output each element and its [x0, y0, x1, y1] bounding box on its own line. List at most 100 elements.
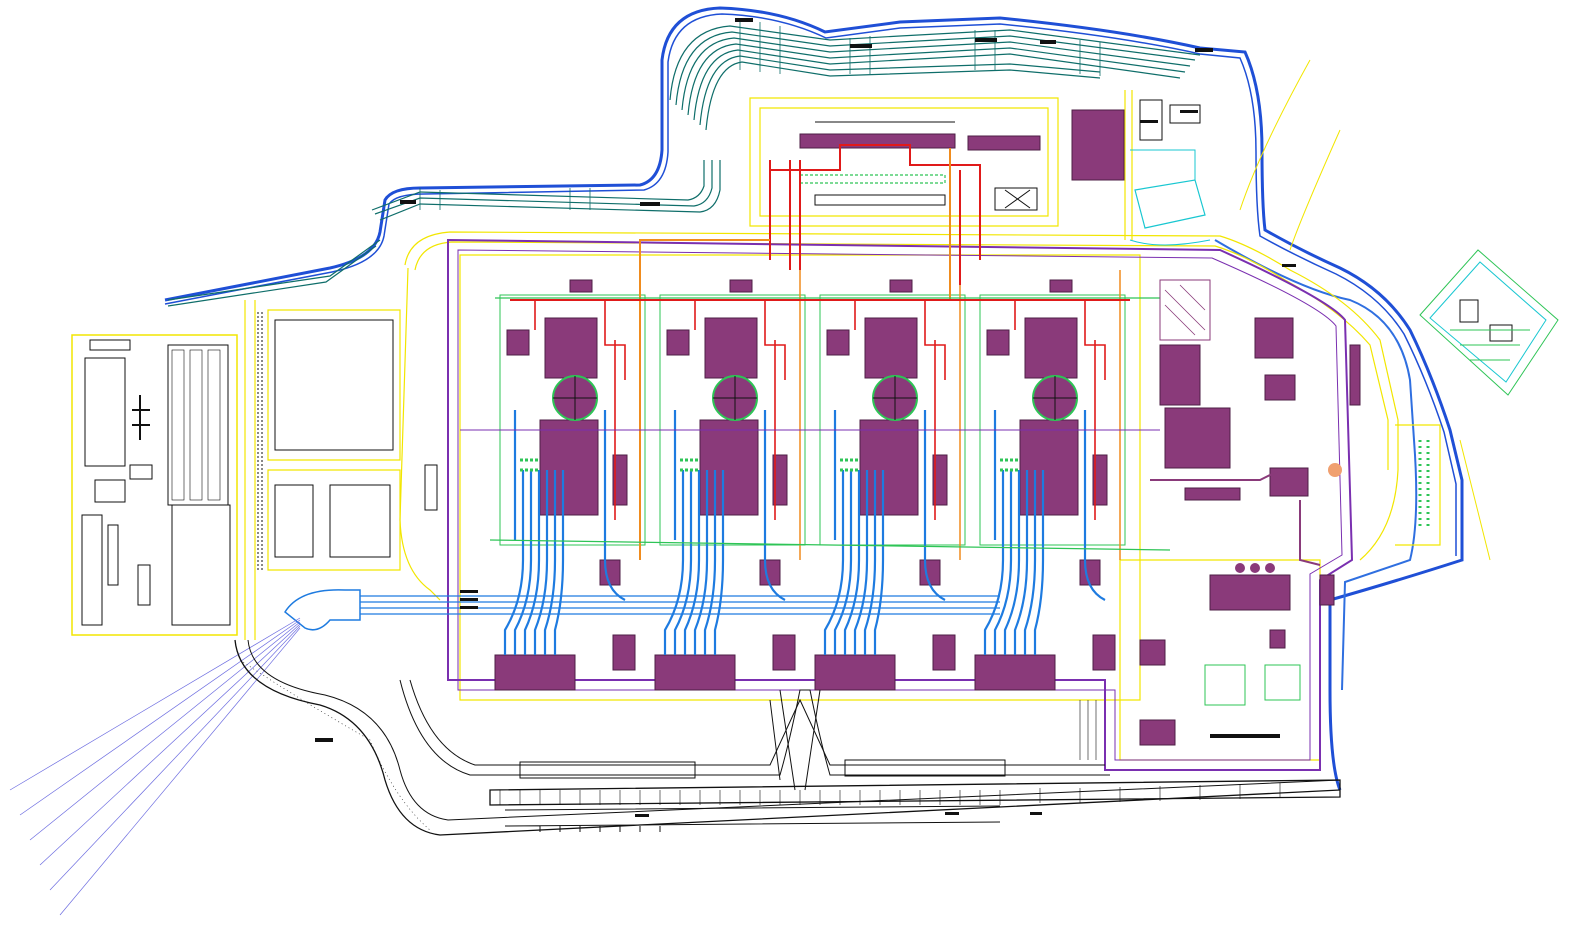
label-mark: [460, 606, 478, 609]
label-mark: [735, 18, 753, 22]
aux-building: [1092, 454, 1108, 506]
power-island-boundary: [447, 238, 1354, 771]
boiler-upper: [1024, 317, 1078, 379]
rail-tracks: [167, 25, 1201, 307]
label-mark: [315, 738, 333, 742]
aux-building: [599, 559, 621, 586]
header-green: [489, 539, 1171, 551]
aux-building: [666, 329, 690, 356]
tank: [1235, 563, 1245, 573]
coal-yard: [799, 121, 1041, 211]
east-river-line: [1239, 59, 1491, 561]
label-mark: [850, 44, 872, 48]
ne-building: [1169, 104, 1201, 124]
cw-pump-house: [814, 654, 896, 691]
cooling-pipe-bundle: [983, 410, 1106, 655]
substation-building: [1489, 324, 1513, 342]
road-block-b: [267, 469, 401, 571]
aux-building: [772, 634, 796, 671]
admin-building: [81, 514, 103, 626]
road-west-loop-inner: [414, 241, 1389, 470]
substation-grid: [1450, 329, 1530, 361]
chimney-cross: [1033, 376, 1077, 420]
bop-building: [1269, 629, 1286, 649]
road-west-loop: [404, 231, 1399, 561]
label-mark: [460, 590, 478, 593]
rail-track: [687, 43, 1186, 116]
coal-crusher-cross: [1004, 189, 1031, 209]
substation-outline: [1419, 249, 1559, 396]
guard-building: [424, 464, 438, 511]
bop-building: [1349, 344, 1361, 406]
rail-track: [669, 25, 1201, 101]
aux-building: [932, 634, 956, 671]
substation-outline-inner: [1429, 261, 1547, 383]
road-network: [244, 90, 1441, 761]
admin-building: [107, 524, 119, 586]
admin-area: [71, 334, 238, 636]
boiler-lower: [539, 419, 599, 516]
tank: [1250, 563, 1260, 573]
boundary-east-line: [1214, 239, 1418, 691]
generating-units: [494, 270, 1126, 691]
unloader-rail: [504, 805, 1001, 832]
aux-building: [1079, 559, 1101, 586]
discharge-line: [39, 623, 301, 866]
oil-tank: [1328, 463, 1342, 477]
tank: [1265, 563, 1275, 573]
boiler-lower: [859, 419, 919, 516]
discharge-line: [59, 627, 301, 916]
rail-track: [675, 31, 1196, 106]
ne-water-tank: [1134, 179, 1206, 229]
admin-building: [89, 339, 131, 351]
label-mark: [640, 202, 660, 206]
jetty-ties: [499, 783, 1281, 805]
south-quay: [234, 639, 1341, 836]
purple-boundary-inner: [457, 249, 1343, 761]
cooling-pipe-bundle: [503, 410, 626, 655]
cooling-pipe-bundle: [663, 410, 786, 655]
generating-unit-3: [814, 270, 966, 691]
aux-building: [889, 279, 913, 293]
east-substation: [1419, 249, 1559, 396]
ne-buildings: [1071, 99, 1211, 246]
aux-building: [986, 329, 1010, 356]
label-mark: [1030, 812, 1042, 815]
label-marks: [315, 18, 1296, 817]
chimney-cross: [553, 376, 597, 420]
quay-curve: [234, 639, 1341, 836]
boiler-upper: [864, 317, 918, 379]
substation-building: [1459, 299, 1479, 323]
admin-fountain: [132, 395, 150, 440]
quay-hatching: [239, 659, 431, 831]
boiler-upper: [544, 317, 598, 379]
bop-building: [1164, 407, 1231, 469]
unloader-frame: [844, 759, 1006, 777]
aux-building: [506, 329, 530, 356]
aux-building: [569, 279, 593, 293]
coal-crusher: [994, 187, 1038, 211]
rail-ties: [419, 20, 1101, 210]
conveyor-orange: [639, 148, 951, 560]
cw-intake: [284, 589, 361, 631]
label-mark: [945, 812, 959, 815]
discharge-line: [29, 621, 301, 841]
label-mark: [460, 598, 478, 601]
aux-building: [826, 329, 850, 356]
rail-track: [699, 55, 1101, 126]
discharge-line: [49, 625, 301, 891]
label-mark: [635, 814, 649, 817]
unloader-frame: [519, 761, 696, 779]
aux-building: [729, 279, 753, 293]
rail-track: [167, 239, 381, 301]
rail-track: [379, 160, 721, 221]
label-mark: [1180, 110, 1198, 113]
rail-track: [371, 160, 705, 211]
conveyor-red: [769, 160, 961, 285]
bop-building: [1139, 639, 1166, 666]
jetty-stem: [769, 689, 821, 791]
quay-curve-inner: [247, 639, 1341, 821]
coal-conveyor-lines: [460, 144, 1171, 560]
water-treatment: [1204, 664, 1246, 706]
